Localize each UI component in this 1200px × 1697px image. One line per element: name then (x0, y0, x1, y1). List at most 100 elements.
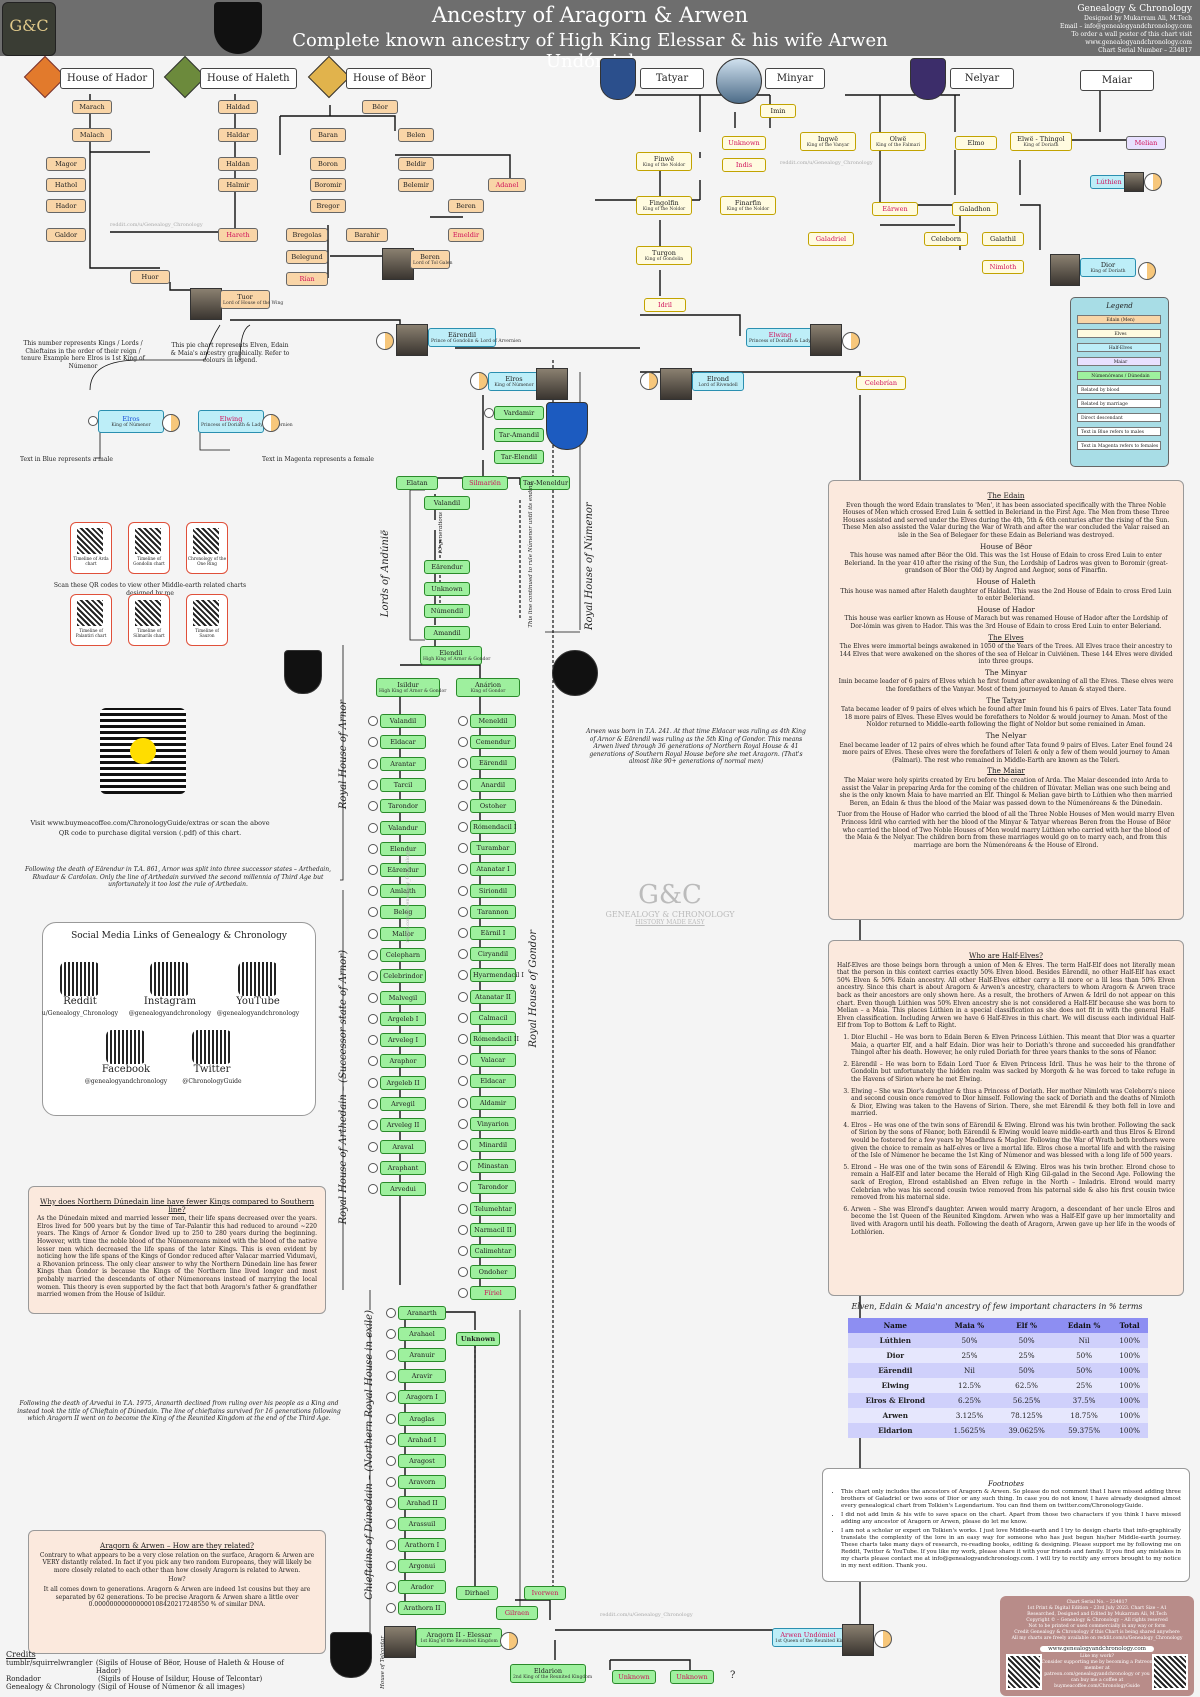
person-arthedain-3[interactable]: Celepharn (380, 947, 426, 962)
person-luthien[interactable]: Lúthien (1090, 175, 1128, 189)
person-unknown-daughter-2[interactable]: Unknown (670, 1670, 714, 1684)
person-rian[interactable]: Rían (286, 272, 328, 286)
person-arthedain-8[interactable]: Araphor (380, 1054, 426, 1069)
person-gilraen[interactable]: Gilraen (496, 1606, 538, 1620)
person-gondor-9[interactable]: Tarannon (470, 904, 516, 919)
person-imin[interactable]: Imin (760, 104, 796, 118)
person-gondor-11[interactable]: Ciryandil (470, 947, 516, 962)
social-qr-3[interactable] (106, 1030, 146, 1064)
person-hathol[interactable]: Hathol (46, 178, 86, 192)
person-gondor-18[interactable]: Aldamir (470, 1095, 516, 1110)
person-galadriel[interactable]: Galadriel (808, 232, 854, 246)
person-baran[interactable]: Baran (310, 128, 346, 142)
serial-qr-right[interactable] (1152, 1654, 1188, 1690)
qr-buymeacoffee[interactable] (100, 708, 186, 794)
social-name-3[interactable]: Facebook (101, 1064, 151, 1075)
person-dunedain-11[interactable]: Arathorn I (398, 1538, 446, 1553)
person-unknown-dunedain[interactable]: Unknown (456, 1332, 500, 1346)
person-arnor-6[interactable]: Elendur (380, 841, 426, 856)
person-vardamir[interactable]: Vardamir (494, 406, 544, 420)
person-arthedain-9[interactable]: Argeleb II (380, 1075, 426, 1090)
person-gondor-5[interactable]: Rómendacil I (470, 820, 516, 834)
person-nimloth[interactable]: Nimloth (982, 260, 1024, 274)
person-gondor-22[interactable]: Tarondor (470, 1180, 516, 1195)
person-dunedain-2[interactable]: Aranuir (398, 1348, 446, 1363)
social-qr-1[interactable] (150, 962, 190, 996)
person-galadhon[interactable]: Galadhon (952, 202, 998, 216)
qr-timeline-silmarils[interactable]: Timeline of Silmarils chart (128, 594, 170, 646)
person-dunedain-12[interactable]: Argonui (398, 1559, 446, 1574)
person-dunedain-1[interactable]: Arahael (398, 1327, 446, 1342)
person-dunedain-7[interactable]: Aragost (398, 1453, 446, 1468)
person-dunedain-0[interactable]: Aranarth (398, 1306, 446, 1320)
social-qr-0[interactable] (60, 962, 100, 996)
person-numendil[interactable]: Númendil (424, 604, 470, 618)
person-arthedain-12[interactable]: Araval (380, 1139, 426, 1154)
person-gondor-17[interactable]: Eldacar (470, 1074, 516, 1089)
person-hador[interactable]: Hador (46, 199, 86, 213)
person-arthedain-6[interactable]: Argeleb I (380, 1011, 426, 1026)
person-arthedain-10[interactable]: Arvegil (380, 1097, 426, 1111)
person-arnor-5[interactable]: Valandur (380, 820, 426, 835)
person-unknown-daughter-1[interactable]: Unknown (612, 1670, 656, 1684)
person-dunedain-10[interactable]: Arassuil (398, 1517, 446, 1531)
person-gondor-2[interactable]: Eärendil (470, 756, 516, 771)
person-gondor-13[interactable]: Atanatar II (470, 989, 516, 1004)
person-elatan[interactable]: Elatan (396, 476, 438, 490)
person-arthedain-7[interactable]: Arveleg I (380, 1033, 426, 1048)
person-barahir[interactable]: Barahir (346, 228, 388, 242)
person-earwen[interactable]: Eärwen (872, 202, 918, 216)
social-name-1[interactable]: Instagram (143, 996, 197, 1007)
person-unknown-andunie[interactable]: Unknown (424, 582, 470, 596)
person-arnor-0[interactable]: Valandil (380, 714, 426, 728)
person-beren-r[interactable]: Beren (448, 199, 484, 213)
social-name-0[interactable]: Reddit (63, 996, 97, 1007)
person-dunedain-5[interactable]: Araglas (398, 1411, 446, 1426)
person-gondor-10[interactable]: Eärnil I (470, 926, 516, 940)
social-qr-2[interactable] (238, 962, 278, 996)
person-gondor-0[interactable]: Meneldil (470, 714, 516, 728)
person-gondor-26[interactable]: Ondoher (470, 1265, 516, 1280)
person-gondor-20[interactable]: Minardil (470, 1138, 516, 1152)
person-halmir[interactable]: Halmir (218, 178, 258, 192)
person-marach[interactable]: Marach (72, 100, 112, 114)
person-dunedain-6[interactable]: Arahad I (398, 1432, 446, 1447)
person-boron[interactable]: Boron (310, 157, 346, 171)
person-gondor-12[interactable]: Hyarmendacil I (470, 968, 524, 983)
person-beldir[interactable]: Beldir (398, 157, 434, 171)
social-name-4[interactable]: Twitter (193, 1064, 231, 1075)
person-arnor-4[interactable]: Tarondor (380, 799, 426, 814)
person-gondor-7[interactable]: Atanatar I (470, 862, 516, 877)
person-haldad[interactable]: Haldad (218, 100, 258, 114)
qr-timeline-sauron[interactable]: Timeline of Sauron (186, 594, 228, 646)
person-tar-meneldur[interactable]: Tar-Meneldur (520, 476, 570, 490)
person-arthedain-5[interactable]: Malvegil (380, 990, 426, 1005)
person-arthedain-11[interactable]: Arveleg II (380, 1118, 426, 1133)
person-tar-elendil[interactable]: Tar-Elendil (494, 450, 544, 464)
person-arthedain-2[interactable]: Mallor (380, 926, 426, 941)
person-magor[interactable]: Magor (46, 157, 86, 171)
person-gondor-25[interactable]: Calimehtar (470, 1244, 516, 1258)
social-name-2[interactable]: YouTube (236, 996, 280, 1007)
person-dunedain-13[interactable]: Arador (398, 1580, 446, 1595)
person-malach[interactable]: Malach (72, 128, 112, 142)
person-gondor-1[interactable]: Cemendur (470, 735, 516, 750)
person-gondor-23[interactable]: Telumehtar (470, 1201, 516, 1216)
person-bregor[interactable]: Bregor (310, 199, 346, 213)
qr-timeline-palantiri[interactable]: Timeline of Palantiri chart (70, 594, 112, 646)
bmc-text-1[interactable]: Visit www.buymeacoffee.com/ChronologyGui… (30, 819, 270, 827)
person-melian[interactable]: Melian (1126, 136, 1166, 150)
person-gondor-6[interactable]: Turambar (470, 841, 516, 856)
